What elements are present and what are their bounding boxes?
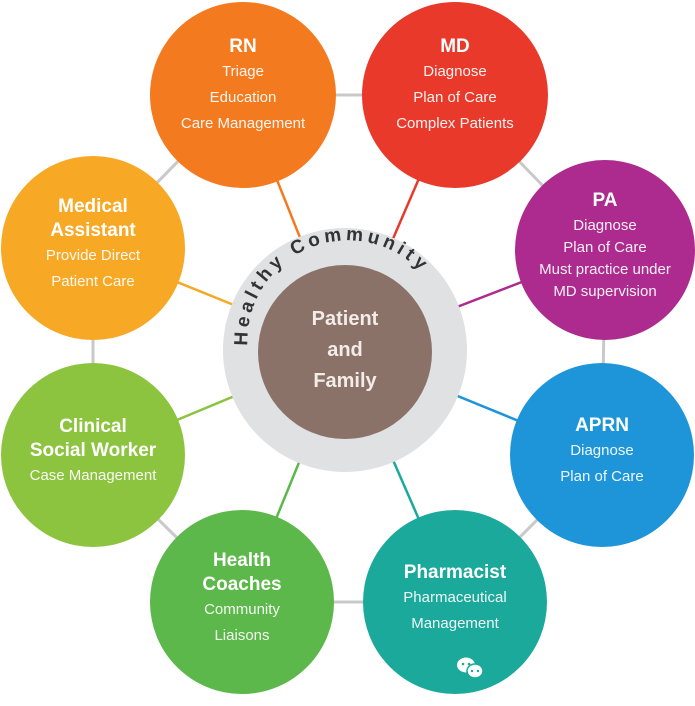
role-detail: Patient Care [51,273,134,290]
role-detail: Plan of Care [563,239,646,256]
role-circle [150,2,336,188]
role-detail: Care Management [181,115,306,132]
role-circle [515,160,695,340]
role-detail: Diagnose [573,217,636,234]
role-detail: Complex Patients [396,115,514,132]
center-line-2: and [327,339,363,361]
role-circle [150,510,334,694]
role-detail: Must practice under [539,261,671,278]
patient-core [258,265,432,439]
role-title: PA [593,190,618,211]
role-title: Health [213,550,271,571]
role-circle [363,510,547,694]
center-hub: Healthy Community Patient and Family [223,224,467,472]
role-detail: Case Management [30,467,158,484]
role-detail: Provide Direct [46,247,141,264]
role-detail: Community [204,601,280,618]
role-detail: Education [210,89,277,106]
role-title: Social Worker [30,440,157,461]
role-title: APRN [575,415,629,436]
role-title: Clinical [59,416,127,437]
role-title: MD [440,36,470,57]
role-detail: Plan of Care [413,89,496,106]
role-title: Assistant [50,220,136,241]
role-detail: Diagnose [570,442,633,459]
role-detail: Diagnose [423,63,486,80]
role-detail: Pharmaceutical [403,589,506,606]
role-detail: MD supervision [553,283,656,300]
center-line-3: Family [313,370,377,392]
center-line-1: Patient [312,308,379,330]
role-circle [510,363,694,547]
role-detail: Triage [222,63,264,80]
role-detail: Plan of Care [560,468,643,485]
role-circle [362,2,548,188]
role-title: Coaches [202,574,281,595]
role-title: Medical [58,196,128,217]
role-circle [1,156,185,340]
wechat-icon [457,657,484,679]
role-title: Pharmacist [404,562,507,583]
role-detail: Liaisons [214,627,269,644]
role-title: RN [229,36,256,57]
role-detail: Management [411,615,499,632]
role-circle [1,363,185,547]
